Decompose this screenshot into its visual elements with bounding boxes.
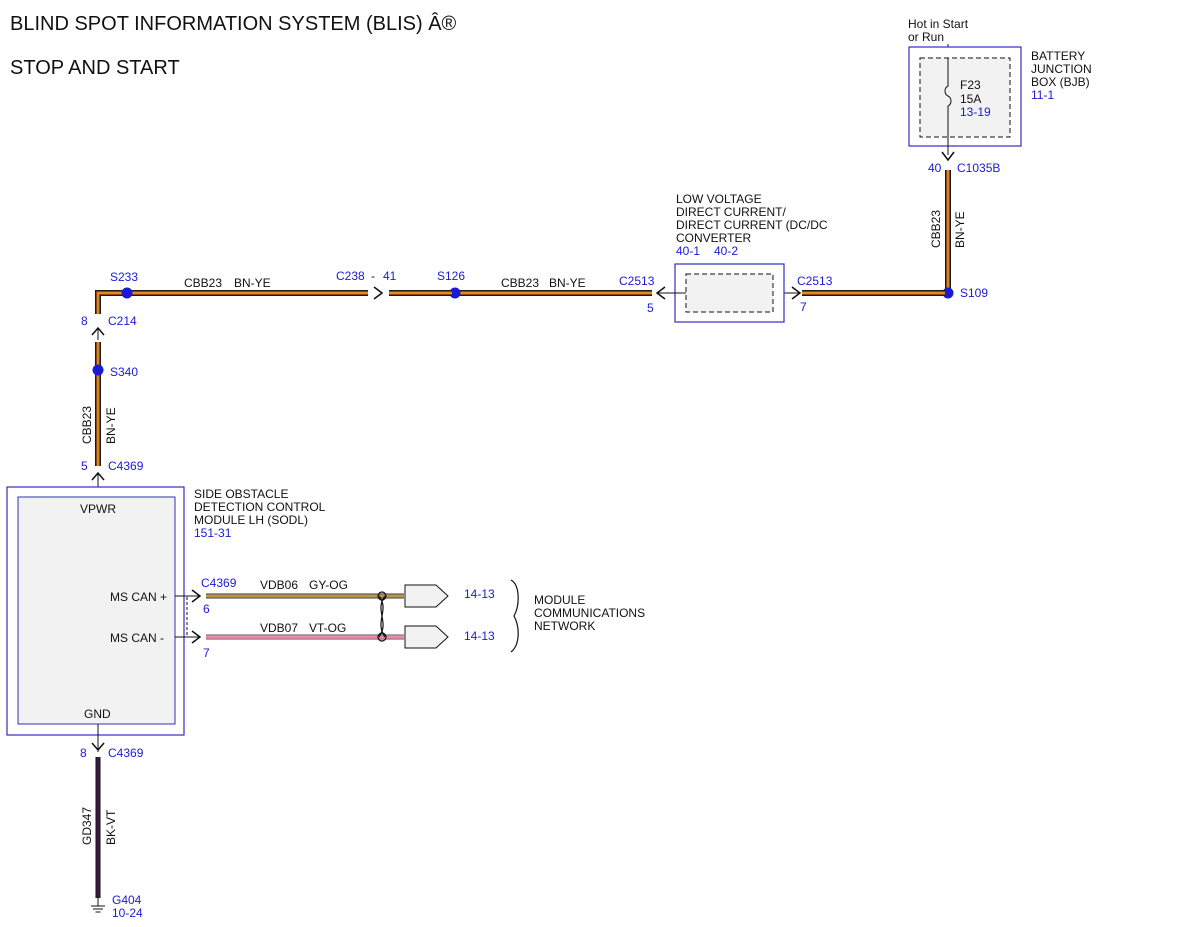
sodl-vpwr-pin: VPWR xyxy=(80,502,116,516)
bjb-feed-label: Hot in Start xyxy=(908,17,969,31)
sodl-inner-box xyxy=(17,496,176,725)
c1035b-pin: 40 xyxy=(928,161,942,175)
fuse-ref[interactable]: 13-19 xyxy=(960,105,991,119)
dcdc-inner-box xyxy=(685,273,774,313)
left-vertical-color: BN-YE xyxy=(104,407,118,444)
fuse-f23-label: F23 xyxy=(960,78,981,92)
c238-arrow-icon xyxy=(373,286,384,300)
can-plus-ref[interactable]: 14-13 xyxy=(464,587,495,601)
dcdc-ref-2[interactable]: 40-2 xyxy=(714,244,738,258)
fuse-f23-symbol xyxy=(944,58,952,155)
bjb-name-2: JUNCTION xyxy=(1031,62,1092,76)
can-plus-color: GY-OG xyxy=(309,578,348,592)
ground-g404[interactable]: G404 xyxy=(112,893,142,907)
dcdc-ref-1[interactable]: 40-1 xyxy=(676,244,700,258)
c214-pin: 8 xyxy=(81,314,88,328)
mid-wire-color: BN-YE xyxy=(549,276,586,290)
dcdc-left-arrow-icon xyxy=(655,286,666,300)
left-vertical-circuit: CBB23 xyxy=(80,406,94,444)
network-label-3: NETWORK xyxy=(534,619,595,633)
dcdc-label-2: DIRECT CURRENT/ xyxy=(676,205,786,219)
dcdc-left-pin: 5 xyxy=(647,301,654,315)
splice-s109[interactable] xyxy=(942,287,954,299)
can-minus-offpage-arrow-icon[interactable] xyxy=(404,625,449,649)
can-minus-arrow-icon xyxy=(191,630,202,644)
c238-pin: 41 xyxy=(383,269,397,283)
dcdc-label-1: LOW VOLTAGE xyxy=(676,192,762,206)
can-connector[interactable]: C4369 xyxy=(201,576,237,590)
page-title: BLIND SPOT INFORMATION SYSTEM (BLIS) Â® xyxy=(10,12,457,35)
c4369-top-connector[interactable]: C4369 xyxy=(108,459,144,473)
dcdc-right-connector[interactable]: C2513 xyxy=(797,274,833,288)
splice-s233-label: S233 xyxy=(110,270,138,284)
can-minus-ref[interactable]: 14-13 xyxy=(464,629,495,643)
sodl-ref[interactable]: 151-31 xyxy=(194,526,232,540)
can-minus-color: VT-OG xyxy=(309,621,346,635)
sodl-label-3: MODULE LH (SODL) xyxy=(194,513,308,527)
can-plus-pin: 6 xyxy=(203,602,210,616)
sodl-mscan-plus-pin: MS CAN + xyxy=(110,590,167,604)
gnd-arrow-icon xyxy=(91,742,105,752)
left-top-wire-color: BN-YE xyxy=(234,276,271,290)
can-plus-arrow-icon xyxy=(191,589,202,603)
network-label-2: COMMUNICATIONS xyxy=(534,606,645,620)
c1035b-arrow-icon xyxy=(941,151,955,162)
sodl-gnd-pin: GND xyxy=(84,707,111,721)
gnd-pin: 8 xyxy=(80,746,87,760)
splice-s233[interactable] xyxy=(121,287,133,299)
dcdc-left-connector[interactable]: C2513 xyxy=(619,274,655,288)
bjb-name-1: BATTERY xyxy=(1031,49,1085,63)
bjb-ref[interactable]: 11-1 xyxy=(1031,88,1054,102)
mid-wire-circuit: CBB23 xyxy=(501,276,539,290)
network-brace xyxy=(510,579,519,653)
c238-dash: - xyxy=(371,269,375,283)
network-label-1: MODULE xyxy=(534,593,585,607)
splice-s340[interactable] xyxy=(92,364,104,376)
can-minus-circuit: VDB07 xyxy=(260,621,298,635)
fuse-rating: 15A xyxy=(960,92,981,106)
splice-s126[interactable] xyxy=(449,287,461,299)
dcdc-right-arrow-icon xyxy=(791,286,802,300)
splice-s126-label: S126 xyxy=(437,269,465,283)
sodl-label-2: DETECTION CONTROL xyxy=(194,500,326,514)
right-wire-color: BN-YE xyxy=(953,211,967,248)
sodl-mscan-minus-pin: MS CAN - xyxy=(110,631,164,645)
bjb-name-3: BOX (BJB) xyxy=(1031,75,1090,89)
gnd-color: BK-VT xyxy=(104,809,118,845)
dcdc-right-pin: 7 xyxy=(800,300,807,314)
ground-icon xyxy=(91,898,105,913)
gnd-connector[interactable]: C4369 xyxy=(108,746,144,760)
bjb-feed-label-2: or Run xyxy=(908,30,944,44)
c1035b-connector[interactable]: C1035B xyxy=(957,161,1000,175)
right-wire-circuit: CBB23 xyxy=(929,210,943,248)
splice-s109-label: S109 xyxy=(960,286,988,300)
gnd-circuit: GD347 xyxy=(80,807,94,845)
bjb-inner-box xyxy=(919,57,1011,138)
c4369-top-pin: 5 xyxy=(81,459,88,473)
can-plus-circuit: VDB06 xyxy=(260,578,298,592)
can-minus-pin: 7 xyxy=(203,646,210,660)
c214-connector[interactable]: C214 xyxy=(108,314,137,328)
page-subtitle: STOP AND START xyxy=(10,57,180,79)
twisted-pair-icon xyxy=(377,591,387,642)
splice-s340-label: S340 xyxy=(110,365,138,379)
can-plus-offpage-arrow-icon[interactable] xyxy=(404,584,449,608)
dcdc-label-4: CONVERTER xyxy=(676,231,751,245)
wire-s233-corner xyxy=(95,290,127,314)
left-top-wire-circuit: CBB23 xyxy=(184,276,222,290)
dcdc-label-3: DIRECT CURRENT (DC/DC xyxy=(676,218,828,232)
sodl-label-1: SIDE OBSTACLE xyxy=(194,487,288,501)
ground-ref[interactable]: 10-24 xyxy=(112,906,143,920)
c238-connector[interactable]: C238 xyxy=(336,269,365,283)
